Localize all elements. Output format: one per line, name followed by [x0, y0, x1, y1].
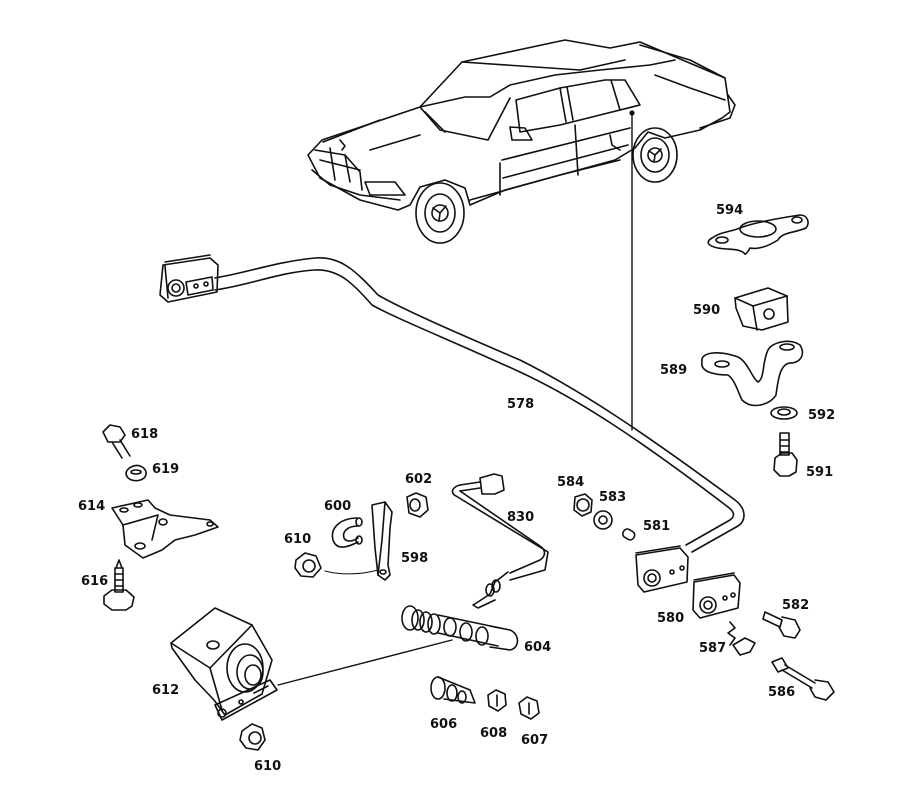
stabilizer-bar-578: [159, 254, 745, 553]
screw-616: [103, 559, 135, 611]
bracket-580: [635, 545, 741, 619]
label-606: 606: [430, 717, 458, 732]
joint-606: [430, 676, 476, 704]
label-610-lower: 610: [254, 759, 282, 774]
nut-607: [518, 696, 540, 720]
label-600: 600: [324, 499, 352, 514]
label-610-upper: 610: [284, 532, 312, 547]
washer-583: [593, 510, 613, 530]
leader-612-to-604: [277, 639, 453, 686]
nut-602: [406, 492, 429, 518]
bolt-586: [771, 657, 835, 701]
label-608: 608: [480, 726, 508, 741]
label-604: 604: [524, 640, 552, 655]
car-illustration: [307, 39, 736, 244]
nut-608: [487, 689, 507, 712]
nut-584: [573, 493, 593, 517]
label-583: 583: [599, 490, 627, 505]
label-616: 616: [81, 574, 109, 589]
label-584: 584: [557, 475, 585, 490]
washer-619: [125, 464, 147, 482]
bolt-618: [102, 424, 131, 459]
level-control-valve-612: [170, 607, 278, 721]
label-607: 607: [521, 733, 549, 748]
label-580: 580: [657, 611, 685, 626]
bolt-591: [773, 432, 798, 477]
label-830: 830: [507, 510, 535, 525]
plate-594: [707, 214, 809, 255]
label-619: 619: [152, 462, 180, 477]
label-586: 586: [768, 685, 796, 700]
label-598: 598: [401, 551, 429, 566]
bracket-598: [371, 501, 393, 581]
label-587: 587: [699, 641, 727, 656]
label-581: 581: [643, 519, 671, 534]
clamp-589: [701, 340, 804, 407]
bracket-614: [111, 499, 219, 559]
label-592: 592: [808, 408, 836, 423]
connecting-rod-604: [401, 605, 519, 651]
sleeve-581: [621, 528, 636, 541]
nut-610-upper: [294, 552, 379, 578]
label-591: 591: [806, 465, 834, 480]
label-582: 582: [782, 598, 810, 613]
label-594: 594: [716, 203, 744, 218]
rubber-mount-590: [734, 287, 789, 331]
washer-592: [770, 406, 798, 420]
label-618: 618: [131, 427, 159, 442]
label-590: 590: [693, 303, 721, 318]
label-612: 612: [152, 683, 180, 698]
label-578: 578: [507, 397, 535, 412]
spring-clip-587: [727, 621, 756, 656]
bolt-582: [762, 611, 801, 639]
label-614: 614: [78, 499, 106, 514]
leader-dot: [629, 110, 635, 116]
u-bolt-600: [331, 517, 363, 548]
connecting-rod-830: [451, 473, 549, 609]
nut-610-lower: [239, 723, 266, 751]
label-602: 602: [405, 472, 433, 487]
label-589: 589: [660, 363, 688, 378]
